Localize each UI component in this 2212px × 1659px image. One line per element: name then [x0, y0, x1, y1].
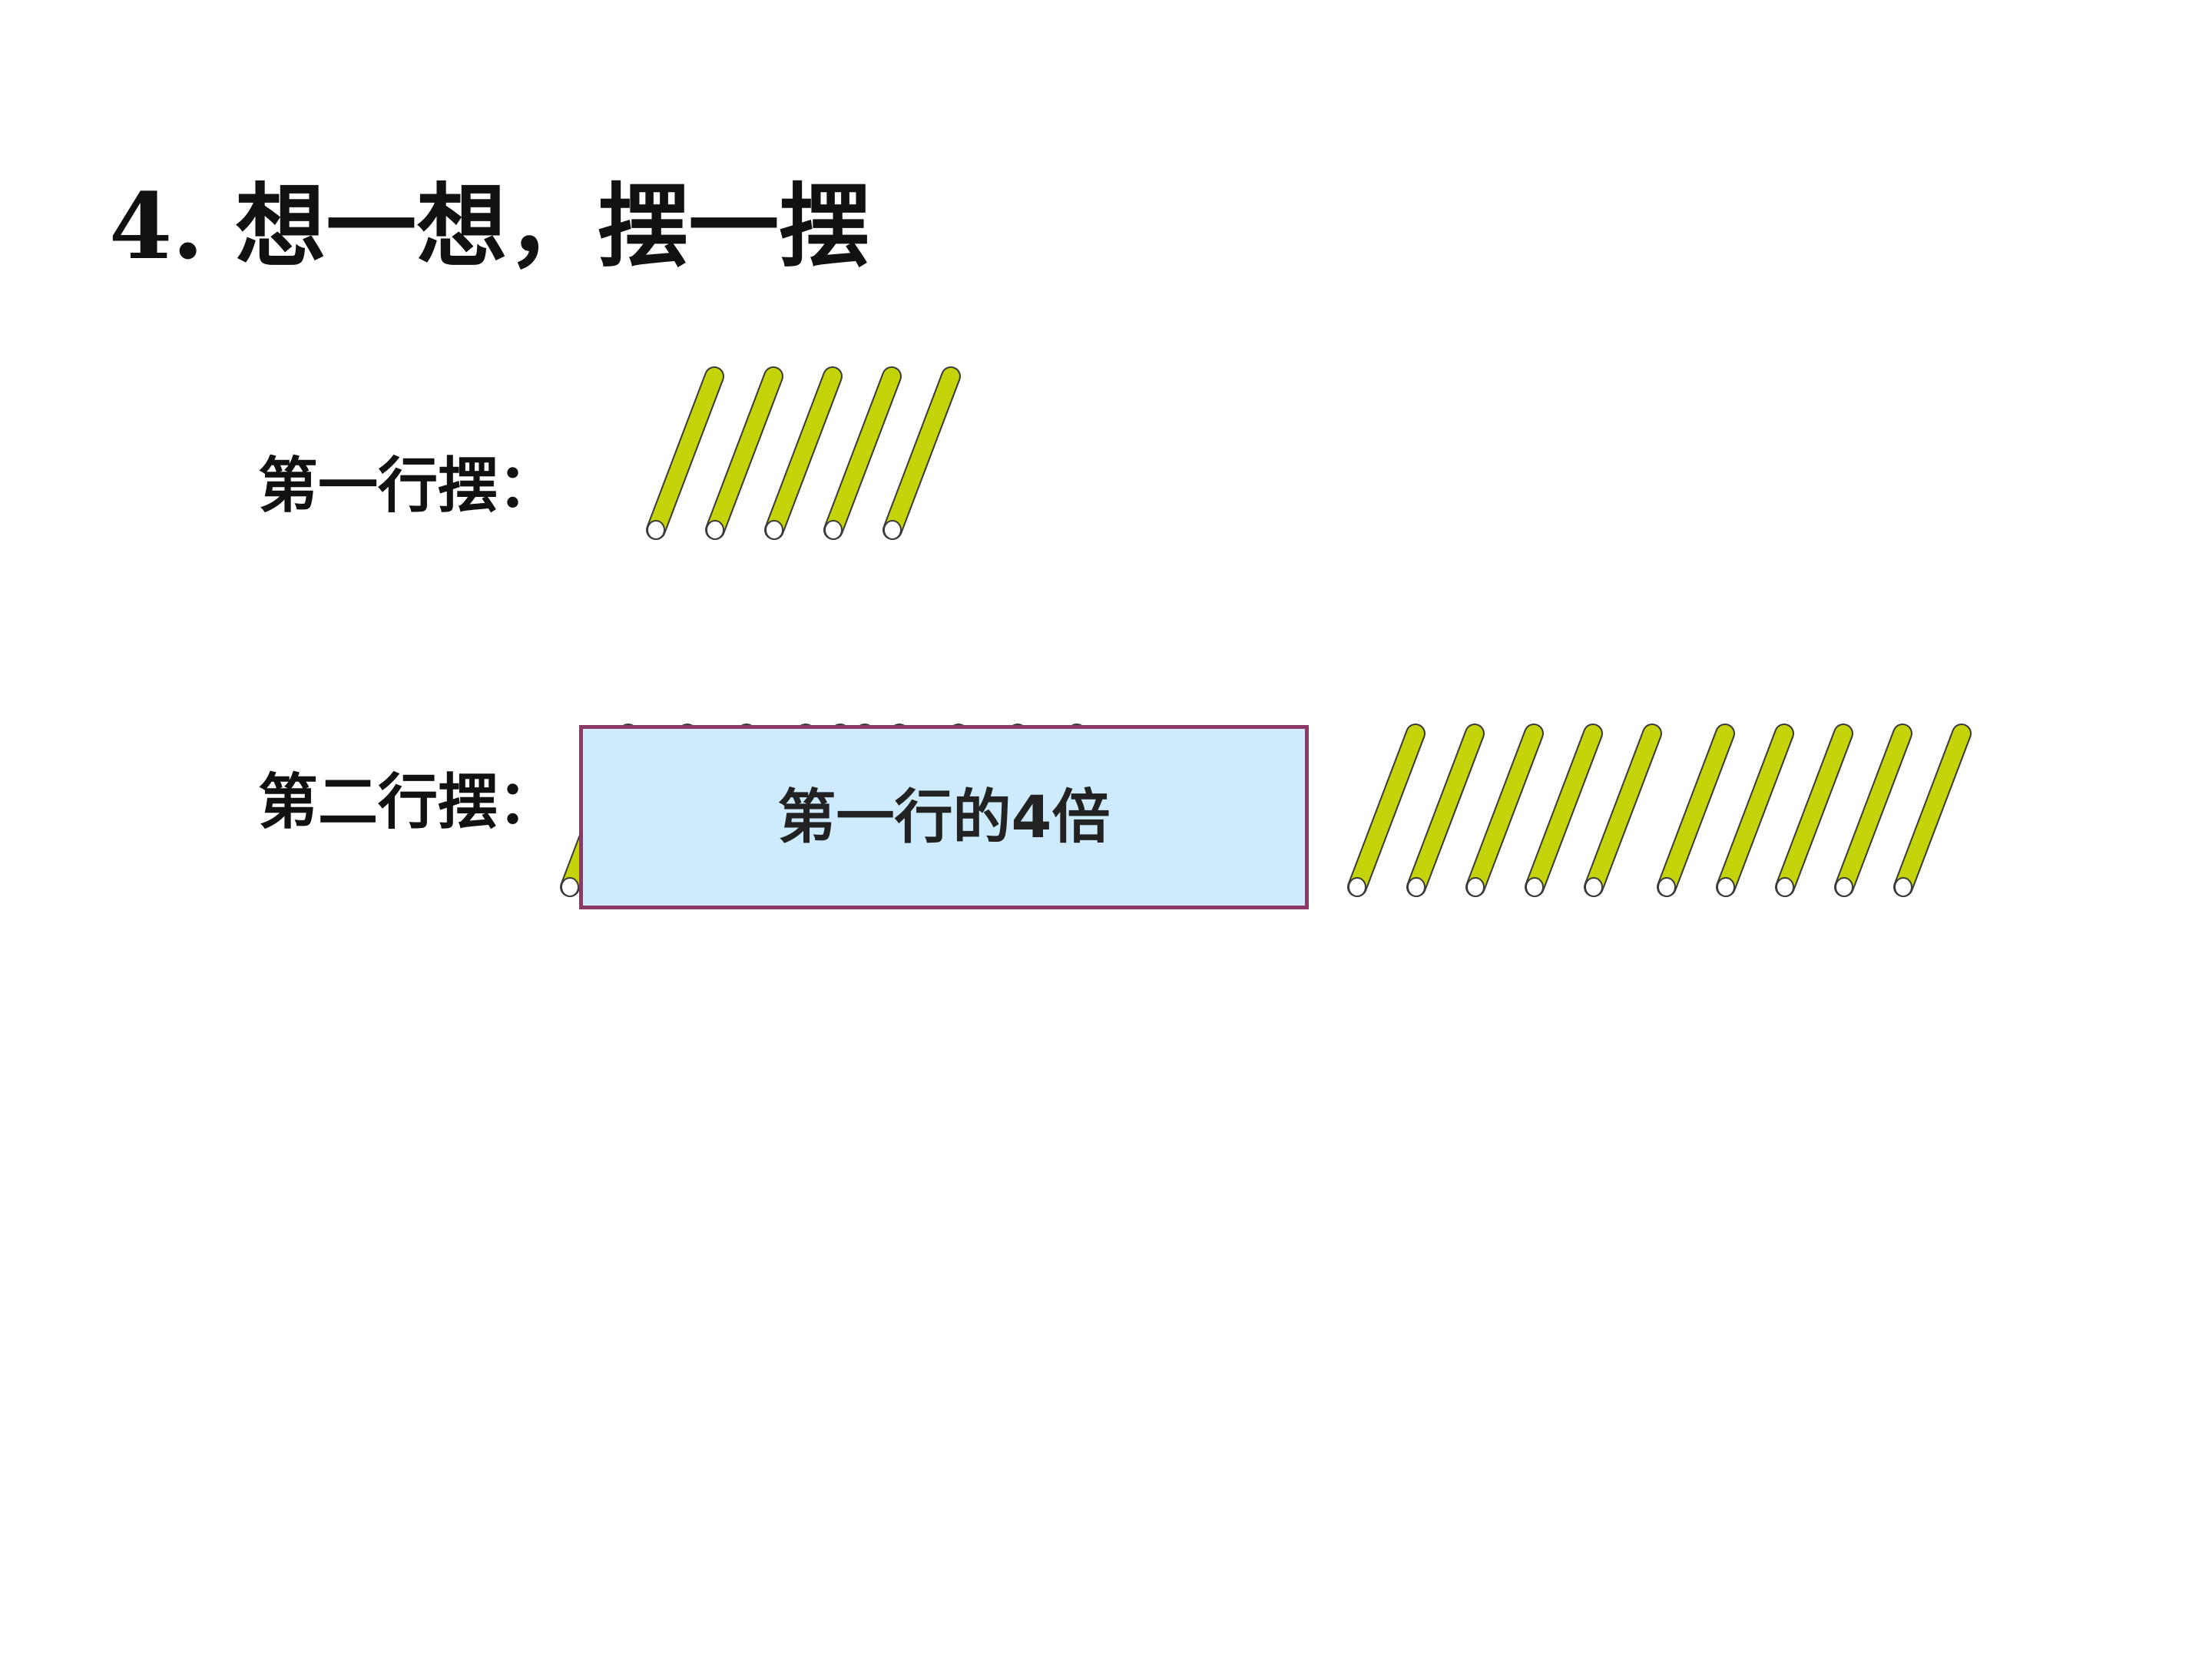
- row1-sticks: [646, 366, 961, 540]
- row1-stick: [764, 366, 843, 540]
- row2-stick: [1525, 724, 1603, 897]
- row1-label: 第一行摆：: [258, 451, 558, 521]
- row2-stick: [1406, 724, 1485, 897]
- row2-stick: [1347, 724, 1426, 897]
- row1-stick: [882, 366, 961, 540]
- row2-stick: [1716, 724, 1794, 897]
- answer-box[interactable]: 第一行的4倍: [579, 725, 1309, 909]
- row2-stick: [1657, 724, 1735, 897]
- slide-title: 4. 想一想，摆一摆: [109, 173, 870, 280]
- row2-stick: [1834, 724, 1912, 897]
- row1-stick: [646, 366, 724, 540]
- row2-stick: [1775, 724, 1853, 897]
- row2-label: 第二行摆：: [258, 767, 558, 837]
- row2-stick: [1893, 724, 1972, 897]
- row1-stick: [705, 366, 783, 540]
- row1-stick: [823, 366, 902, 540]
- row2-stick: [1465, 724, 1544, 897]
- row2-stick: [1584, 724, 1662, 897]
- answer-text: 第一行的4倍: [777, 783, 1111, 851]
